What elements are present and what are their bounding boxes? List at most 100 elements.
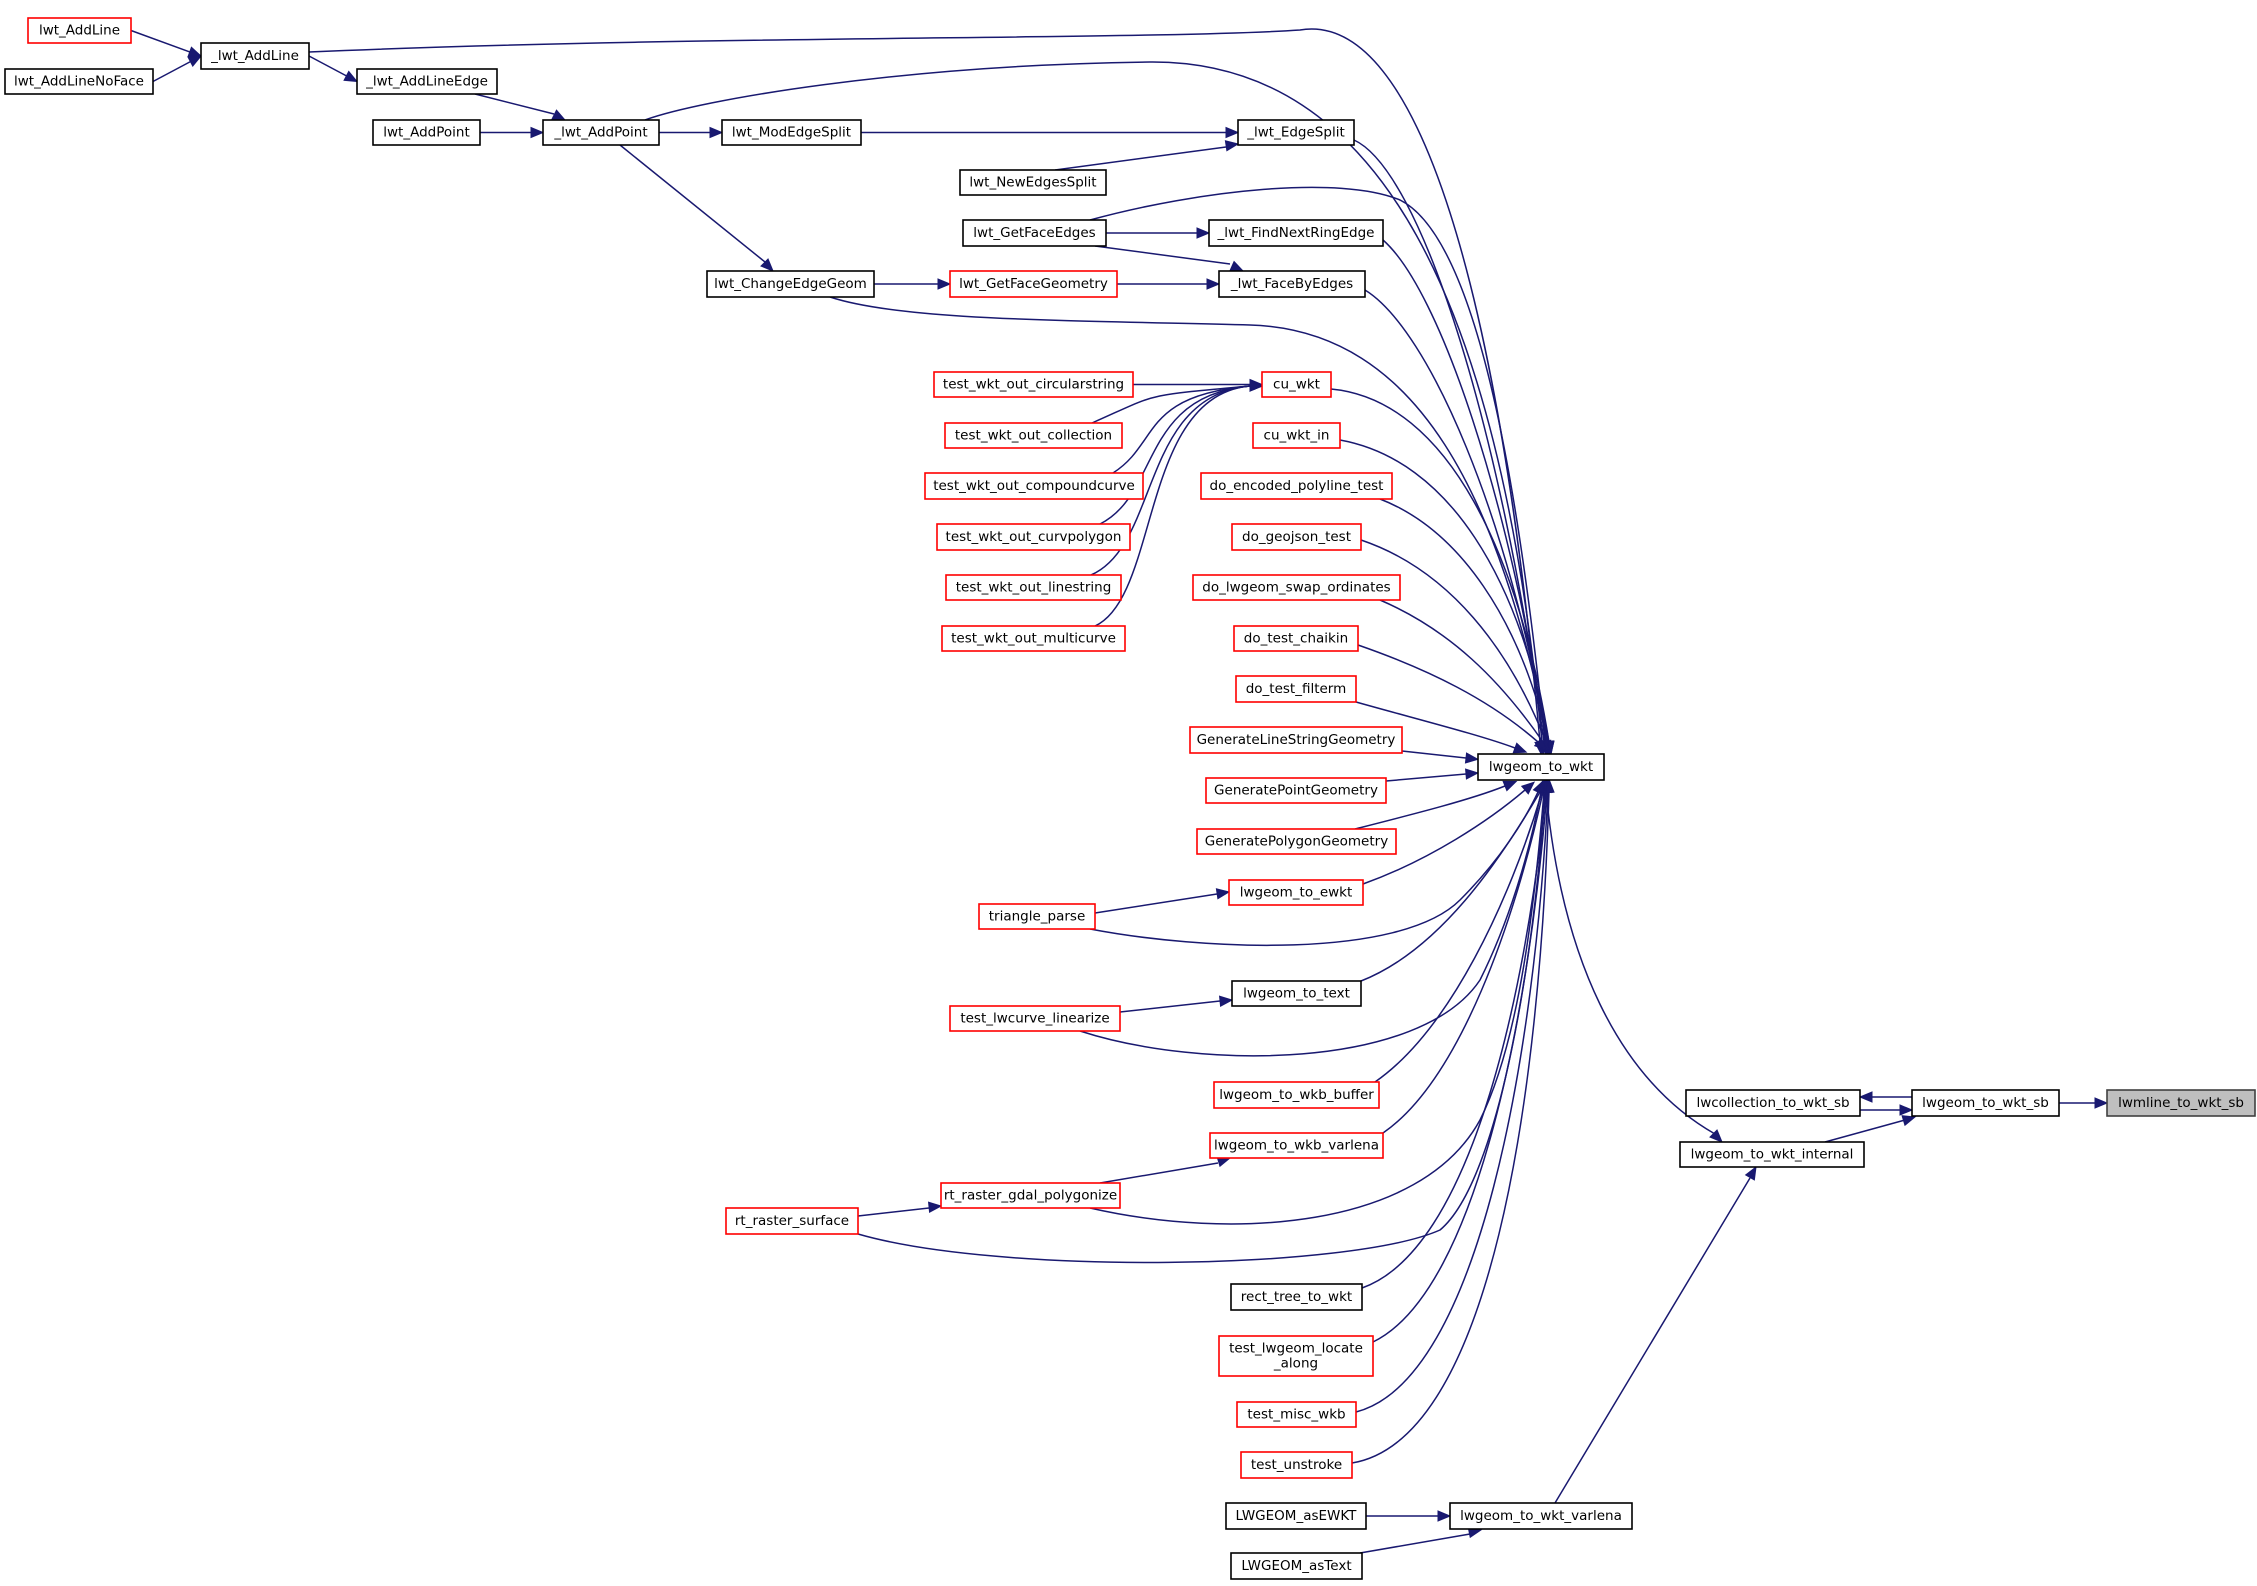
node-box[interactable] <box>1200 472 1393 500</box>
node-lwt-FaceByEdges[interactable]: _lwt_FaceByEdges <box>1218 270 1366 298</box>
node-box[interactable] <box>1192 574 1401 601</box>
node-box[interactable] <box>706 270 875 298</box>
node-test-unstroke[interactable]: test_unstroke <box>1240 1451 1353 1479</box>
node-box[interactable] <box>1231 980 1362 1007</box>
node-box[interactable] <box>1189 726 1403 754</box>
node-box[interactable] <box>1240 1451 1353 1479</box>
node-box[interactable] <box>725 1207 859 1235</box>
node-box[interactable] <box>1218 1335 1374 1377</box>
node-box[interactable] <box>2106 1089 2256 1117</box>
node-test-wkt-out-linestring[interactable]: test_wkt_out_linestring <box>945 574 1122 601</box>
node-box[interactable] <box>1208 219 1384 247</box>
node-test-wkt-out-curvpolygon[interactable]: test_wkt_out_curvpolygon <box>936 523 1131 551</box>
node-lwt-EdgeSplit[interactable]: _lwt_EdgeSplit <box>1237 119 1355 146</box>
node-test-wkt-out-circularstring[interactable]: test_wkt_out_circularstring <box>933 371 1134 398</box>
node-rt-raster-gdal-polygonize[interactable]: rt_raster_gdal_polygonize <box>940 1182 1121 1209</box>
node-box[interactable] <box>1230 1552 1363 1580</box>
node-do-encoded-polyline-test[interactable]: do_encoded_polyline_test <box>1200 472 1393 500</box>
node-lwgeom-to-wkt[interactable]: lwgeom_to_wkt <box>1477 753 1605 781</box>
node-box[interactable] <box>933 371 1134 398</box>
node-box[interactable] <box>1205 777 1387 804</box>
node-box[interactable] <box>978 903 1096 930</box>
node-box[interactable] <box>27 17 132 44</box>
node-box[interactable] <box>944 422 1123 449</box>
node-lwgeom-to-wkb-buffer[interactable]: lwgeom_to_wkb_buffer <box>1213 1081 1380 1109</box>
node-box[interactable] <box>1685 1089 1861 1117</box>
node-box[interactable] <box>1235 675 1357 703</box>
node-box[interactable] <box>940 1182 1121 1209</box>
node-lwt-ModEdgeSplit[interactable]: lwt_ModEdgeSplit <box>721 119 862 146</box>
node-GenerateLineStringGeometry[interactable]: GenerateLineStringGeometry <box>1189 726 1403 754</box>
node-box[interactable] <box>1231 523 1362 551</box>
node-lwt-AddLineEdge[interactable]: _lwt_AddLineEdge <box>356 68 498 95</box>
node-test-wkt-out-compoundcurve[interactable]: test_wkt_out_compoundcurve <box>924 472 1144 500</box>
node-lwgeom-to-wkt-internal[interactable]: lwgeom_to_wkt_internal <box>1679 1141 1865 1168</box>
node-LWGEOM-asText[interactable]: LWGEOM_asText <box>1230 1552 1363 1580</box>
node-cu-wkt-in[interactable]: cu_wkt_in <box>1252 422 1341 449</box>
node-box[interactable] <box>1228 879 1364 906</box>
node-lwcollection-to-wkt-sb[interactable]: lwcollection_to_wkt_sb <box>1685 1089 1861 1117</box>
node-test-misc-wkb[interactable]: test_misc_wkb <box>1236 1401 1357 1428</box>
node-lwgeom-to-wkt-sb[interactable]: lwgeom_to_wkt_sb <box>1911 1089 2060 1117</box>
node-box[interactable] <box>1237 119 1355 146</box>
node-lwt-ChangeEdgeGeom[interactable]: lwt_ChangeEdgeGeom <box>706 270 875 298</box>
node-test-wkt-out-multicurve[interactable]: test_wkt_out_multicurve <box>941 625 1126 652</box>
node-box[interactable] <box>1225 1502 1367 1530</box>
node-triangle-parse[interactable]: triangle_parse <box>978 903 1096 930</box>
node-lwgeom-to-wkt-varlena[interactable]: lwgeom_to_wkt_varlena <box>1449 1502 1633 1530</box>
node-test-lwcurve-linearize[interactable]: test_lwcurve_linearize <box>949 1005 1121 1032</box>
node-lwgeom-to-text[interactable]: lwgeom_to_text <box>1231 980 1362 1007</box>
node-box[interactable] <box>1213 1081 1380 1109</box>
node-box[interactable] <box>1477 753 1605 781</box>
node-box[interactable] <box>1230 1283 1363 1311</box>
node-rt-raster-surface[interactable]: rt_raster_surface <box>725 1207 859 1235</box>
node-box[interactable] <box>542 119 660 146</box>
node-do-geojson-test[interactable]: do_geojson_test <box>1231 523 1362 551</box>
node-box[interactable] <box>1911 1089 2060 1117</box>
node-box[interactable] <box>949 1005 1121 1032</box>
node-lwt-AddLineNoFace[interactable]: lwt_AddLineNoFace <box>4 68 154 95</box>
node-GeneratePointGeometry[interactable]: GeneratePointGeometry <box>1205 777 1387 804</box>
node-do-test-chaikin[interactable]: do_test_chaikin <box>1233 625 1359 652</box>
node-lwt-GetFaceGeometry[interactable]: lwt_GetFaceGeometry <box>949 270 1118 298</box>
node-box[interactable] <box>1196 828 1397 855</box>
node-lwt-GetFaceEdges[interactable]: lwt_GetFaceEdges <box>962 219 1107 247</box>
node-do-lwgeom-swap-ordinates[interactable]: do_lwgeom_swap_ordinates <box>1192 574 1401 601</box>
node-GeneratePolygonGeometry[interactable]: GeneratePolygonGeometry <box>1196 828 1397 855</box>
node-lwgeom-to-ewkt[interactable]: lwgeom_to_ewkt <box>1228 879 1364 906</box>
node-do-test-filterm[interactable]: do_test_filterm <box>1235 675 1357 703</box>
node-lwt-AddLine[interactable]: _lwt_AddLine <box>200 42 310 70</box>
node-box[interactable] <box>4 68 154 95</box>
node-lwmline-to-wkt-sb[interactable]: lwmline_to_wkt_sb <box>2106 1089 2256 1117</box>
node-box[interactable] <box>200 42 310 70</box>
node-lwt-NewEdgesSplit[interactable]: lwt_NewEdgesSplit <box>959 169 1107 196</box>
node-box[interactable] <box>941 625 1126 652</box>
node-box[interactable] <box>945 574 1122 601</box>
node-test-wkt-out-collection[interactable]: test_wkt_out_collection <box>944 422 1123 449</box>
node-lwt-FindNextRingEdge[interactable]: _lwt_FindNextRingEdge <box>1208 219 1384 247</box>
node-LWGEOM-asEWKT[interactable]: LWGEOM_asEWKT <box>1225 1502 1367 1530</box>
node-box[interactable] <box>1209 1132 1384 1159</box>
node-box[interactable] <box>924 472 1144 500</box>
node-box[interactable] <box>721 119 862 146</box>
node-box[interactable] <box>962 219 1107 247</box>
node-test-lwgeom-locate-along[interactable]: test_lwgeom_locate_along <box>1218 1335 1374 1377</box>
node-box[interactable] <box>1449 1502 1633 1530</box>
node-box[interactable] <box>1236 1401 1357 1428</box>
node-rect-tree-to-wkt[interactable]: rect_tree_to_wkt <box>1230 1283 1363 1311</box>
node-box[interactable] <box>1218 270 1366 298</box>
node-box[interactable] <box>949 270 1118 298</box>
node-box[interactable] <box>1233 625 1359 652</box>
node-lwgeom-to-wkb-varlena[interactable]: lwgeom_to_wkb_varlena <box>1209 1132 1384 1159</box>
node-box[interactable] <box>936 523 1131 551</box>
node-lwt-AddPoint[interactable]: lwt_AddPoint <box>372 119 481 146</box>
node-box[interactable] <box>1252 422 1341 449</box>
node-box[interactable] <box>1679 1141 1865 1168</box>
node-lwt-AddLine[interactable]: lwt_AddLine <box>27 17 132 44</box>
node-cu-wkt[interactable]: cu_wkt <box>1261 371 1332 398</box>
node-lwt-AddPoint[interactable]: _lwt_AddPoint <box>542 119 660 146</box>
node-box[interactable] <box>959 169 1107 196</box>
node-box[interactable] <box>356 68 498 95</box>
node-box[interactable] <box>1261 371 1332 398</box>
node-box[interactable] <box>372 119 481 146</box>
